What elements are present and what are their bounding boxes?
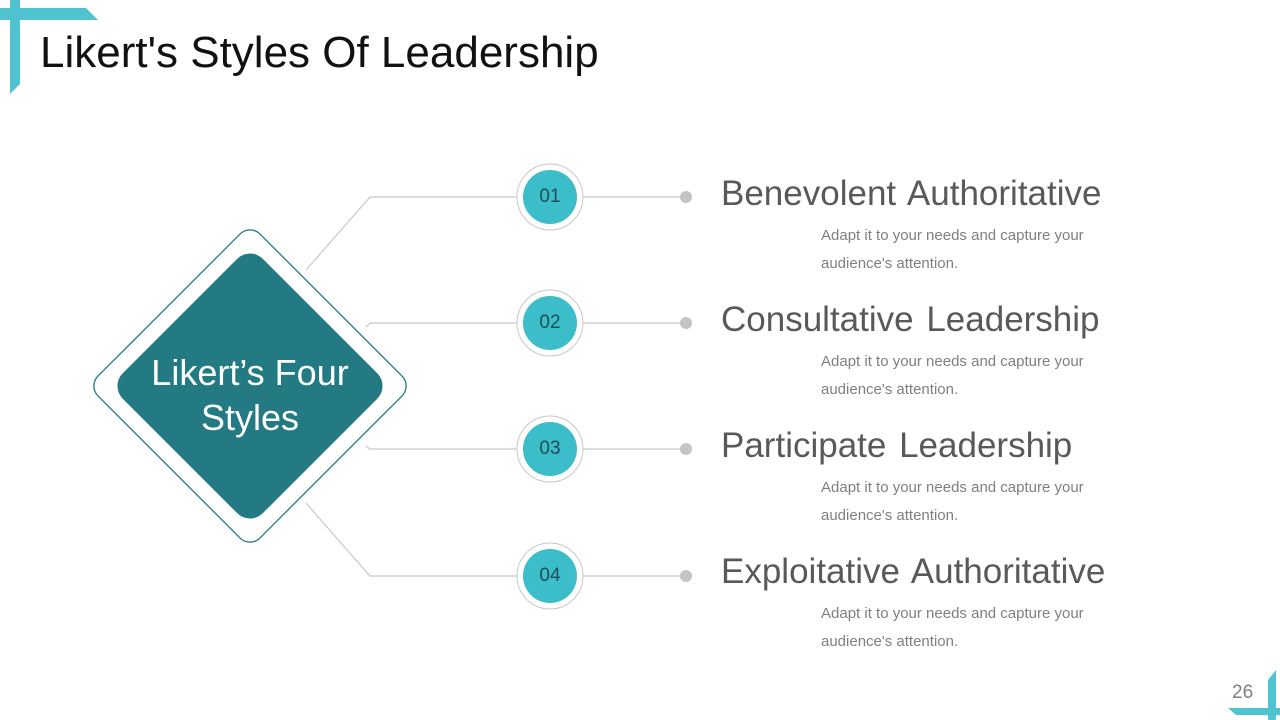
item-title: Consultative Leadership — [721, 300, 1100, 339]
corner-accent-bottom-right — [1268, 670, 1276, 720]
center-label: Likert’s Four Styles — [151, 352, 349, 438]
item-description: Adapt it to your needs and capture your … — [821, 353, 1084, 398]
item-number: 02 — [539, 312, 561, 333]
corner-accent-bottom-right-bar — [1228, 708, 1280, 715]
center-diamond — [117, 253, 383, 519]
item-description: Adapt it to your needs and capture your … — [821, 479, 1084, 524]
item-number: 01 — [539, 186, 561, 207]
corner-accent-top-left — [10, 0, 20, 94]
item-number: 04 — [539, 565, 561, 586]
item-number: 03 — [539, 438, 561, 459]
item-description: Adapt it to your needs and capture your … — [821, 605, 1084, 650]
item-title: Benevolent Authoritative — [721, 174, 1102, 213]
corner-accent-top-left-bar — [0, 8, 98, 20]
item-description: Adapt it to your needs and capture your … — [821, 227, 1084, 272]
page-title: Likert's Styles Of Leadership — [40, 28, 599, 77]
number-circles — [516, 163, 584, 610]
connector-lines — [305, 196, 686, 577]
connector-dots — [680, 191, 692, 582]
page-number: 26 — [1232, 682, 1254, 703]
item-title: Exploitative Authoritative — [721, 552, 1106, 591]
item-title: Participate Leadership — [721, 426, 1073, 465]
